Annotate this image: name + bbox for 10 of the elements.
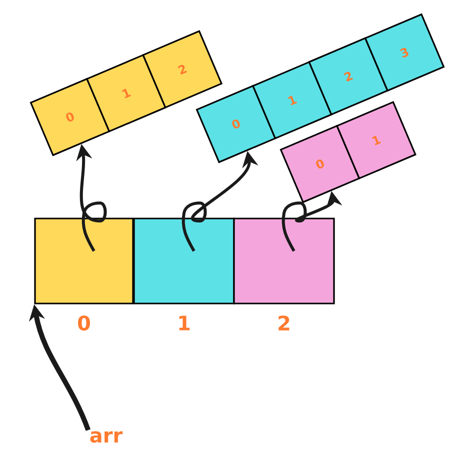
index-label: 1	[179, 316, 190, 330]
array-cell: 1	[252, 61, 332, 140]
array-cell: 1	[86, 54, 166, 132]
index-label: 0	[78, 315, 90, 331]
variable-label: arr	[90, 431, 123, 443]
index-label: 2	[278, 316, 290, 330]
array-cell: 1	[336, 101, 416, 180]
array-cell	[34, 218, 134, 304]
array-cell	[133, 218, 235, 304]
array-cell	[233, 218, 335, 304]
